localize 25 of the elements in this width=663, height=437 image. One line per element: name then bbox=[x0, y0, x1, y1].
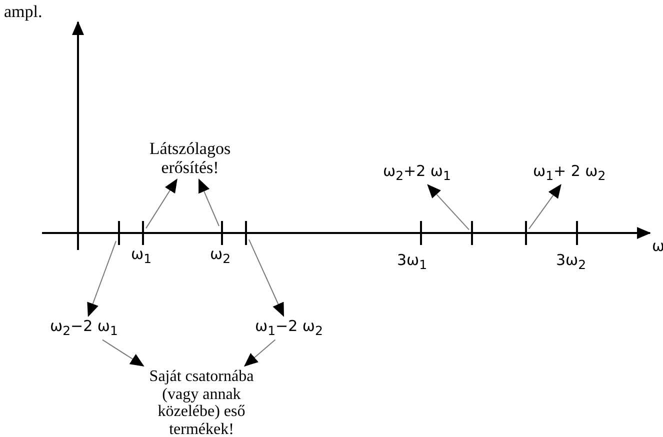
tick-label: ω$_{2}$ bbox=[210, 246, 231, 266]
arrow bbox=[198, 178, 220, 226]
tick-label: ω$_{1}$ bbox=[131, 246, 152, 266]
formula-label: ω$_{1}$+ 2 ω$_{2}$ bbox=[533, 163, 606, 183]
arrow bbox=[528, 184, 562, 230]
arrow bbox=[146, 178, 178, 229]
formula-label: ω$_{2}$+2 ω$_{1}$ bbox=[383, 163, 451, 183]
tick-mark bbox=[245, 221, 247, 245]
arrow bbox=[87, 240, 116, 317]
arrow bbox=[102, 339, 144, 367]
tick-label: 3ω$_{1}$ bbox=[397, 252, 428, 272]
arrow bbox=[244, 339, 276, 367]
annotation-text: Saját csatornába (vagy annak közelébe) eső termékek! bbox=[131, 368, 272, 437]
tick-mark bbox=[118, 221, 120, 245]
tick-mark bbox=[142, 221, 144, 245]
formula-label: ω$_{1}$−2 ω$_{2}$ bbox=[255, 318, 323, 338]
annotation-text: Látszólagos erősítés! bbox=[140, 140, 240, 178]
axis-label: ampl. bbox=[4, 3, 42, 22]
arrow bbox=[248, 239, 284, 317]
tick-label: 3ω$_{2}$ bbox=[556, 252, 586, 272]
tick-mark bbox=[525, 221, 527, 245]
formula-label: ω$_{2}$−2 ω$_{1}$ bbox=[50, 318, 118, 338]
tick-mark bbox=[471, 221, 473, 245]
tick-mark bbox=[221, 221, 223, 245]
arrow bbox=[427, 184, 470, 230]
